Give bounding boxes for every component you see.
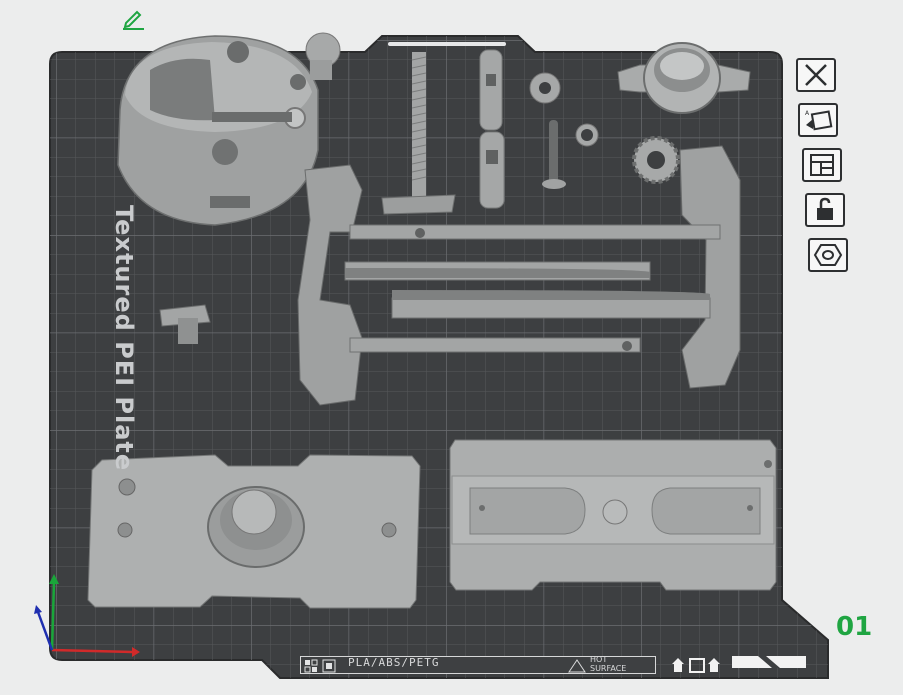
model-knurled-nut[interactable]	[617, 42, 751, 114]
plate-notch	[732, 656, 806, 668]
model-pin[interactable]	[542, 120, 566, 189]
model-gear[interactable]	[632, 136, 680, 184]
model-base-plate[interactable]	[87, 454, 421, 609]
edit-plate-name-icon[interactable]	[120, 8, 146, 30]
model-thumb-screw[interactable]	[159, 304, 211, 344]
model-ball-joint[interactable]	[305, 32, 341, 80]
hot-surface-warning-icon	[568, 658, 586, 673]
model-round-clamp[interactable]	[117, 35, 319, 226]
unlock-icon	[817, 197, 833, 220]
model-bar-clamp[interactable]	[297, 145, 741, 406]
remove-plate-button[interactable]	[796, 58, 836, 92]
plate-settings-button[interactable]	[808, 238, 848, 272]
model-threaded-rod[interactable]	[381, 52, 456, 215]
close-icon	[805, 64, 827, 86]
svg-text:A: A	[805, 110, 810, 117]
lock-plate-button[interactable]	[805, 193, 845, 227]
plate-grid-icon	[304, 658, 318, 673]
axis-gizmo	[34, 574, 140, 657]
arrange-button[interactable]	[802, 148, 842, 182]
hot-surface-label: HOT SURFACE	[590, 655, 627, 673]
filament-compat-label: PLA/ABS/PETG	[348, 656, 440, 669]
plate-info-strip	[300, 656, 656, 674]
hexagon-nut-icon	[813, 244, 843, 266]
plate-surface-icon	[322, 658, 336, 673]
auto-orient-icon: A	[805, 110, 833, 131]
model-hollow-tube[interactable]	[479, 49, 505, 209]
arrange-icon	[810, 154, 834, 176]
auto-orient-button[interactable]: A	[798, 103, 838, 137]
model-washer[interactable]	[529, 72, 599, 147]
plate-number: 01	[836, 612, 873, 642]
plate-orientation-icon	[672, 657, 726, 673]
model-slide-plate[interactable]	[449, 439, 777, 591]
plate-type-label: Textured PEI Plate	[110, 205, 138, 472]
